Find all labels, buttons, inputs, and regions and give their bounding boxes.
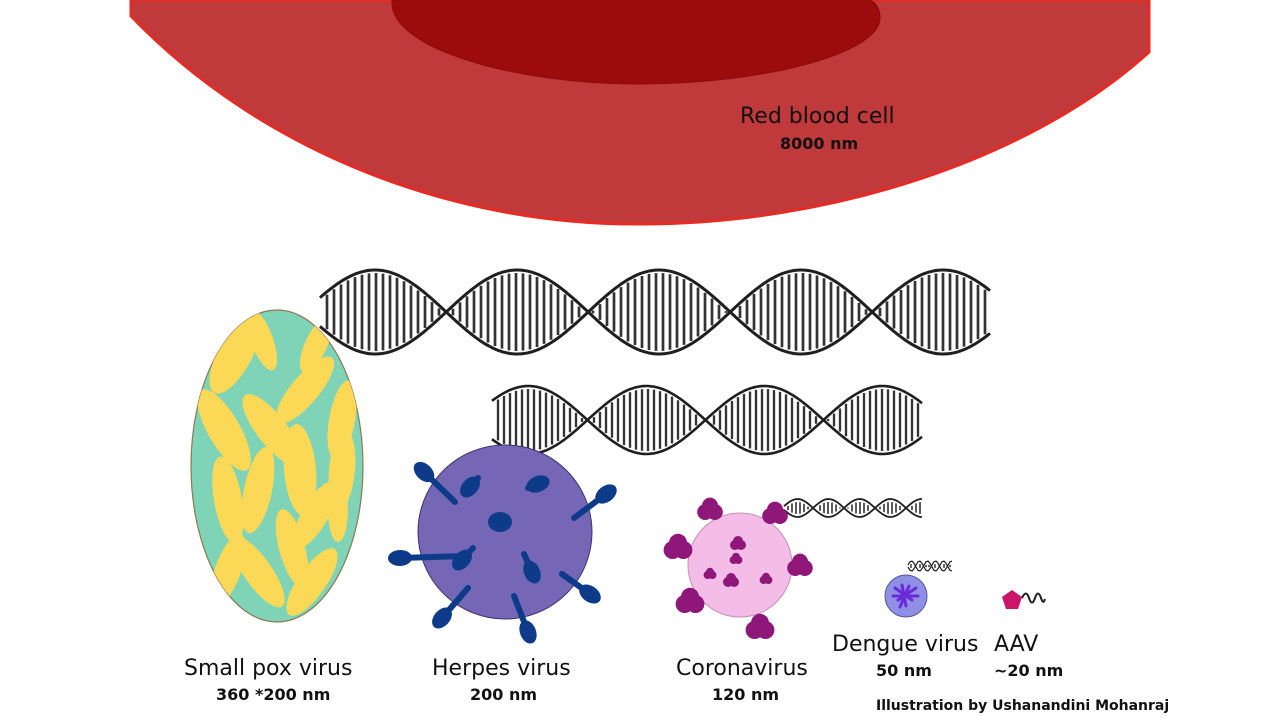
dna-helix-medium <box>491 384 923 456</box>
herpes-spike-head <box>526 475 550 493</box>
dengue-size-label: 50 nm <box>876 661 932 680</box>
corona-spike-lobe <box>751 613 769 632</box>
rbc-inner <box>391 0 881 85</box>
smallpox-inclusion <box>328 478 348 542</box>
corona-spike-lobe <box>762 572 770 581</box>
rbc-name-label: Red blood cell <box>740 104 895 129</box>
herpes-spike-head <box>579 584 601 604</box>
dna-double-helix-icon <box>319 268 991 572</box>
aav-name-label: AAV <box>994 632 1039 657</box>
herpes-spike-head <box>595 484 617 504</box>
herpes-capsid-knob <box>488 512 512 532</box>
corona-name-label: Coronavirus <box>676 656 808 681</box>
smallpox-virion-icon <box>190 309 364 623</box>
smallpox-inclusion <box>197 389 251 471</box>
herpes-spike-head <box>451 549 473 571</box>
coronavirus-virion-icon <box>663 497 813 639</box>
rna-strand-small <box>783 498 923 518</box>
helix-backbone <box>319 268 991 356</box>
herpes-envelope <box>417 444 593 620</box>
smallpox-inclusion <box>283 424 317 516</box>
smallpox-inclusion <box>292 481 338 549</box>
herpes-spike-head <box>413 461 435 483</box>
herpes-virion-icon <box>388 444 617 644</box>
corona-spike-lobe <box>702 497 718 514</box>
herpes-glycoprotein-spikes <box>388 461 617 644</box>
helix-backbone <box>491 384 923 456</box>
corona-spike-proteins <box>663 497 813 639</box>
smallpox-inclusion <box>275 356 335 424</box>
aav-capsid-icon <box>1002 590 1046 609</box>
dengue-core <box>891 583 920 609</box>
red-blood-cell-icon <box>129 0 1151 226</box>
rna-strand-tiny <box>907 560 953 572</box>
smallpox-inclusion <box>241 446 275 534</box>
helix-backbone <box>319 268 991 356</box>
herpes-spike-head <box>432 607 452 629</box>
smallpox-inclusion <box>209 314 261 394</box>
herpes-spike-head <box>523 560 541 584</box>
helix-backbone <box>783 498 923 518</box>
dengue-core-strand <box>898 584 911 609</box>
corona-spike-lobe <box>706 567 714 576</box>
corona-spike-lobe <box>767 501 783 518</box>
aav-genome-strand <box>1021 592 1046 604</box>
herpes-spike-head <box>519 620 537 644</box>
smallpox-inclusion <box>246 310 278 371</box>
smallpox-name-label: Small pox virus <box>184 656 353 681</box>
corona-spike-lobe <box>726 573 736 583</box>
dengue-virion-icon <box>884 574 928 618</box>
corona-spike-lobe <box>733 536 743 546</box>
rbc-size-label: 8000 nm <box>780 134 859 153</box>
corona-spike-lobe <box>681 587 699 606</box>
smallpox-inclusion <box>286 548 338 616</box>
herpes-spike-head <box>460 476 480 498</box>
herpes-spike-head <box>388 549 412 567</box>
aav-size-label: ~20 nm <box>994 661 1064 680</box>
corona-spike-lobe <box>669 533 687 552</box>
smallpox-size-label: 360 *200 nm <box>216 685 331 704</box>
smallpox-inclusions <box>197 310 357 616</box>
rbc-outer <box>129 0 1151 226</box>
dna-helix-large <box>319 268 991 356</box>
smallpox-inclusion <box>275 509 309 587</box>
smallpox-inclusion <box>212 456 244 544</box>
helix-backbone <box>907 560 953 572</box>
dengue-name-label: Dengue virus <box>832 632 979 657</box>
aav-pentagon <box>1002 590 1022 609</box>
herpes-size-label: 200 nm <box>470 685 538 704</box>
helix-backbone <box>491 384 923 456</box>
corona-spike-lobe <box>792 553 808 570</box>
corona-spike-lobe <box>732 552 740 561</box>
helix-backbone <box>783 498 923 518</box>
illustration-credit: Illustration by Ushanandini Mohanraj <box>876 698 1170 714</box>
herpes-name-label: Herpes virus <box>432 656 571 681</box>
corona-size-label: 120 nm <box>712 685 780 704</box>
